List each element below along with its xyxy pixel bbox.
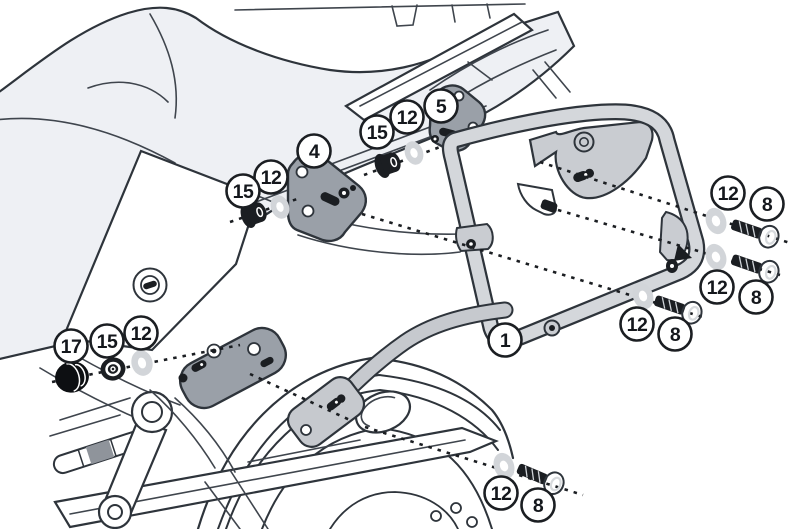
- callout-12-mid: 12: [389, 99, 425, 135]
- callout-8-bottom-label: 8: [533, 495, 544, 517]
- callout-15-left: 15: [225, 173, 261, 209]
- callout-15-mid: 15: [359, 114, 395, 150]
- callout-17: 17: [53, 328, 89, 364]
- callout-15-lower: 15: [89, 323, 125, 359]
- exhaust-detail: [354, 390, 412, 434]
- screw-8-r3: [654, 295, 703, 325]
- motorcycle-body: [0, 3, 576, 529]
- callout-12-left: 12: [253, 159, 289, 195]
- callout-8-r3: 8: [657, 316, 693, 352]
- callout-1: 1: [487, 322, 523, 358]
- callout-12-r3: 12: [619, 306, 655, 342]
- lower-stay-arm: [286, 301, 514, 448]
- rack-rear-tongue: [658, 210, 692, 262]
- rear-bracket-plate: [178, 326, 287, 410]
- callout-1-label: 1: [500, 330, 511, 352]
- callout-8-r2-label: 8: [751, 287, 762, 309]
- rack-l-bracket: [516, 182, 558, 216]
- washer-12-mid: [404, 141, 424, 165]
- washer-12-lower: [131, 350, 153, 376]
- callout-12-mid-label: 12: [397, 107, 418, 129]
- callout-12-lower-label: 12: [131, 323, 152, 345]
- callout-8-bottom: 8: [520, 487, 556, 523]
- callout-12-r1-label: 12: [718, 183, 739, 205]
- footpeg-linkage: [52, 389, 269, 529]
- spacer-15-mid: [374, 152, 401, 178]
- washer-12-r1: [705, 207, 727, 235]
- rack-upper-bracket: [528, 120, 654, 200]
- callout-17-label: 17: [61, 336, 82, 358]
- callout-12-r2-label: 12: [707, 277, 728, 299]
- callout-15-left-label: 15: [233, 181, 254, 203]
- stay-keyhole-slot: [326, 394, 346, 411]
- callout-5: 5: [423, 88, 459, 124]
- screw-8-r1: [731, 219, 780, 249]
- screw-8-bottom: [516, 463, 565, 496]
- callout-12-bottom-label: 12: [491, 483, 512, 505]
- callout-12-r1: 12: [710, 175, 746, 211]
- spacer-15-left: [240, 202, 267, 228]
- washer-12-left: [270, 195, 290, 219]
- callout-12-left-label: 12: [261, 167, 282, 189]
- callout-4-label: 4: [309, 141, 320, 163]
- spacer-15-lower: [100, 357, 126, 381]
- washer-12-bottom: [493, 452, 515, 480]
- keyhole-icon: [132, 267, 168, 303]
- callout-8-r3-label: 8: [670, 324, 681, 346]
- callout-12-bottom: 12: [483, 475, 519, 511]
- cap-17: [55, 361, 89, 393]
- washer-12-r2: [705, 243, 727, 271]
- callout-12-r2: 12: [699, 269, 735, 305]
- callout-8-r1-label: 8: [762, 194, 773, 216]
- callout-8-r1: 8: [749, 186, 785, 222]
- callouts: 4 15 12 5 12 15 17 15 12 1 12 8 12 8 12: [53, 88, 785, 523]
- callout-4: 4: [296, 133, 332, 169]
- callout-12-r3-label: 12: [627, 314, 648, 336]
- callout-8-r2: 8: [738, 279, 774, 315]
- callout-12-lower: 12: [123, 315, 159, 351]
- washer-12-r3: [632, 282, 654, 310]
- callout-15-lower-label: 15: [97, 331, 118, 353]
- callout-5-label: 5: [436, 96, 447, 118]
- callout-15-mid-label: 15: [367, 122, 388, 144]
